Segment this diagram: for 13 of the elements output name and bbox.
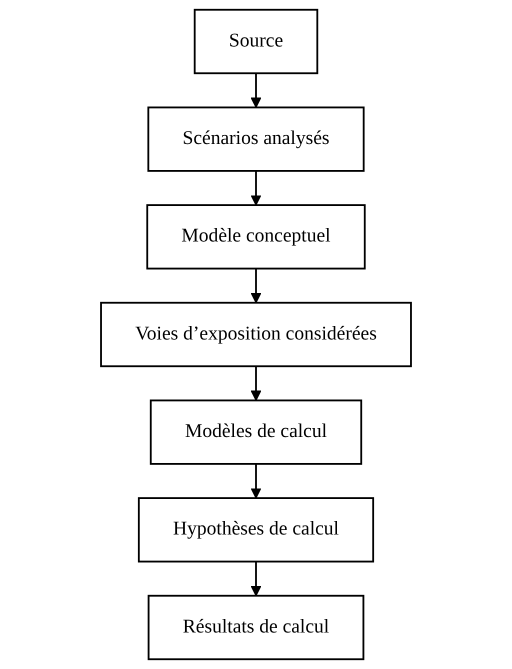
- node-box: Hypothèses de calcul: [138, 497, 374, 562]
- node-box: Source: [194, 8, 318, 74]
- node-box: Voies d’exposition considérées: [100, 302, 412, 368]
- arrow: [250, 268, 262, 304]
- node-box: Modèles de calcul: [150, 400, 362, 465]
- arrow: [250, 73, 262, 108]
- arrow: [250, 170, 262, 206]
- node-box: Modèle conceptuel: [146, 204, 366, 270]
- arrow: [250, 366, 262, 401]
- node-box: Scénarios analysés: [147, 106, 365, 172]
- arrow: [250, 562, 262, 596]
- arrow: [250, 464, 262, 499]
- node-box: Résultats de calcul: [148, 594, 364, 660]
